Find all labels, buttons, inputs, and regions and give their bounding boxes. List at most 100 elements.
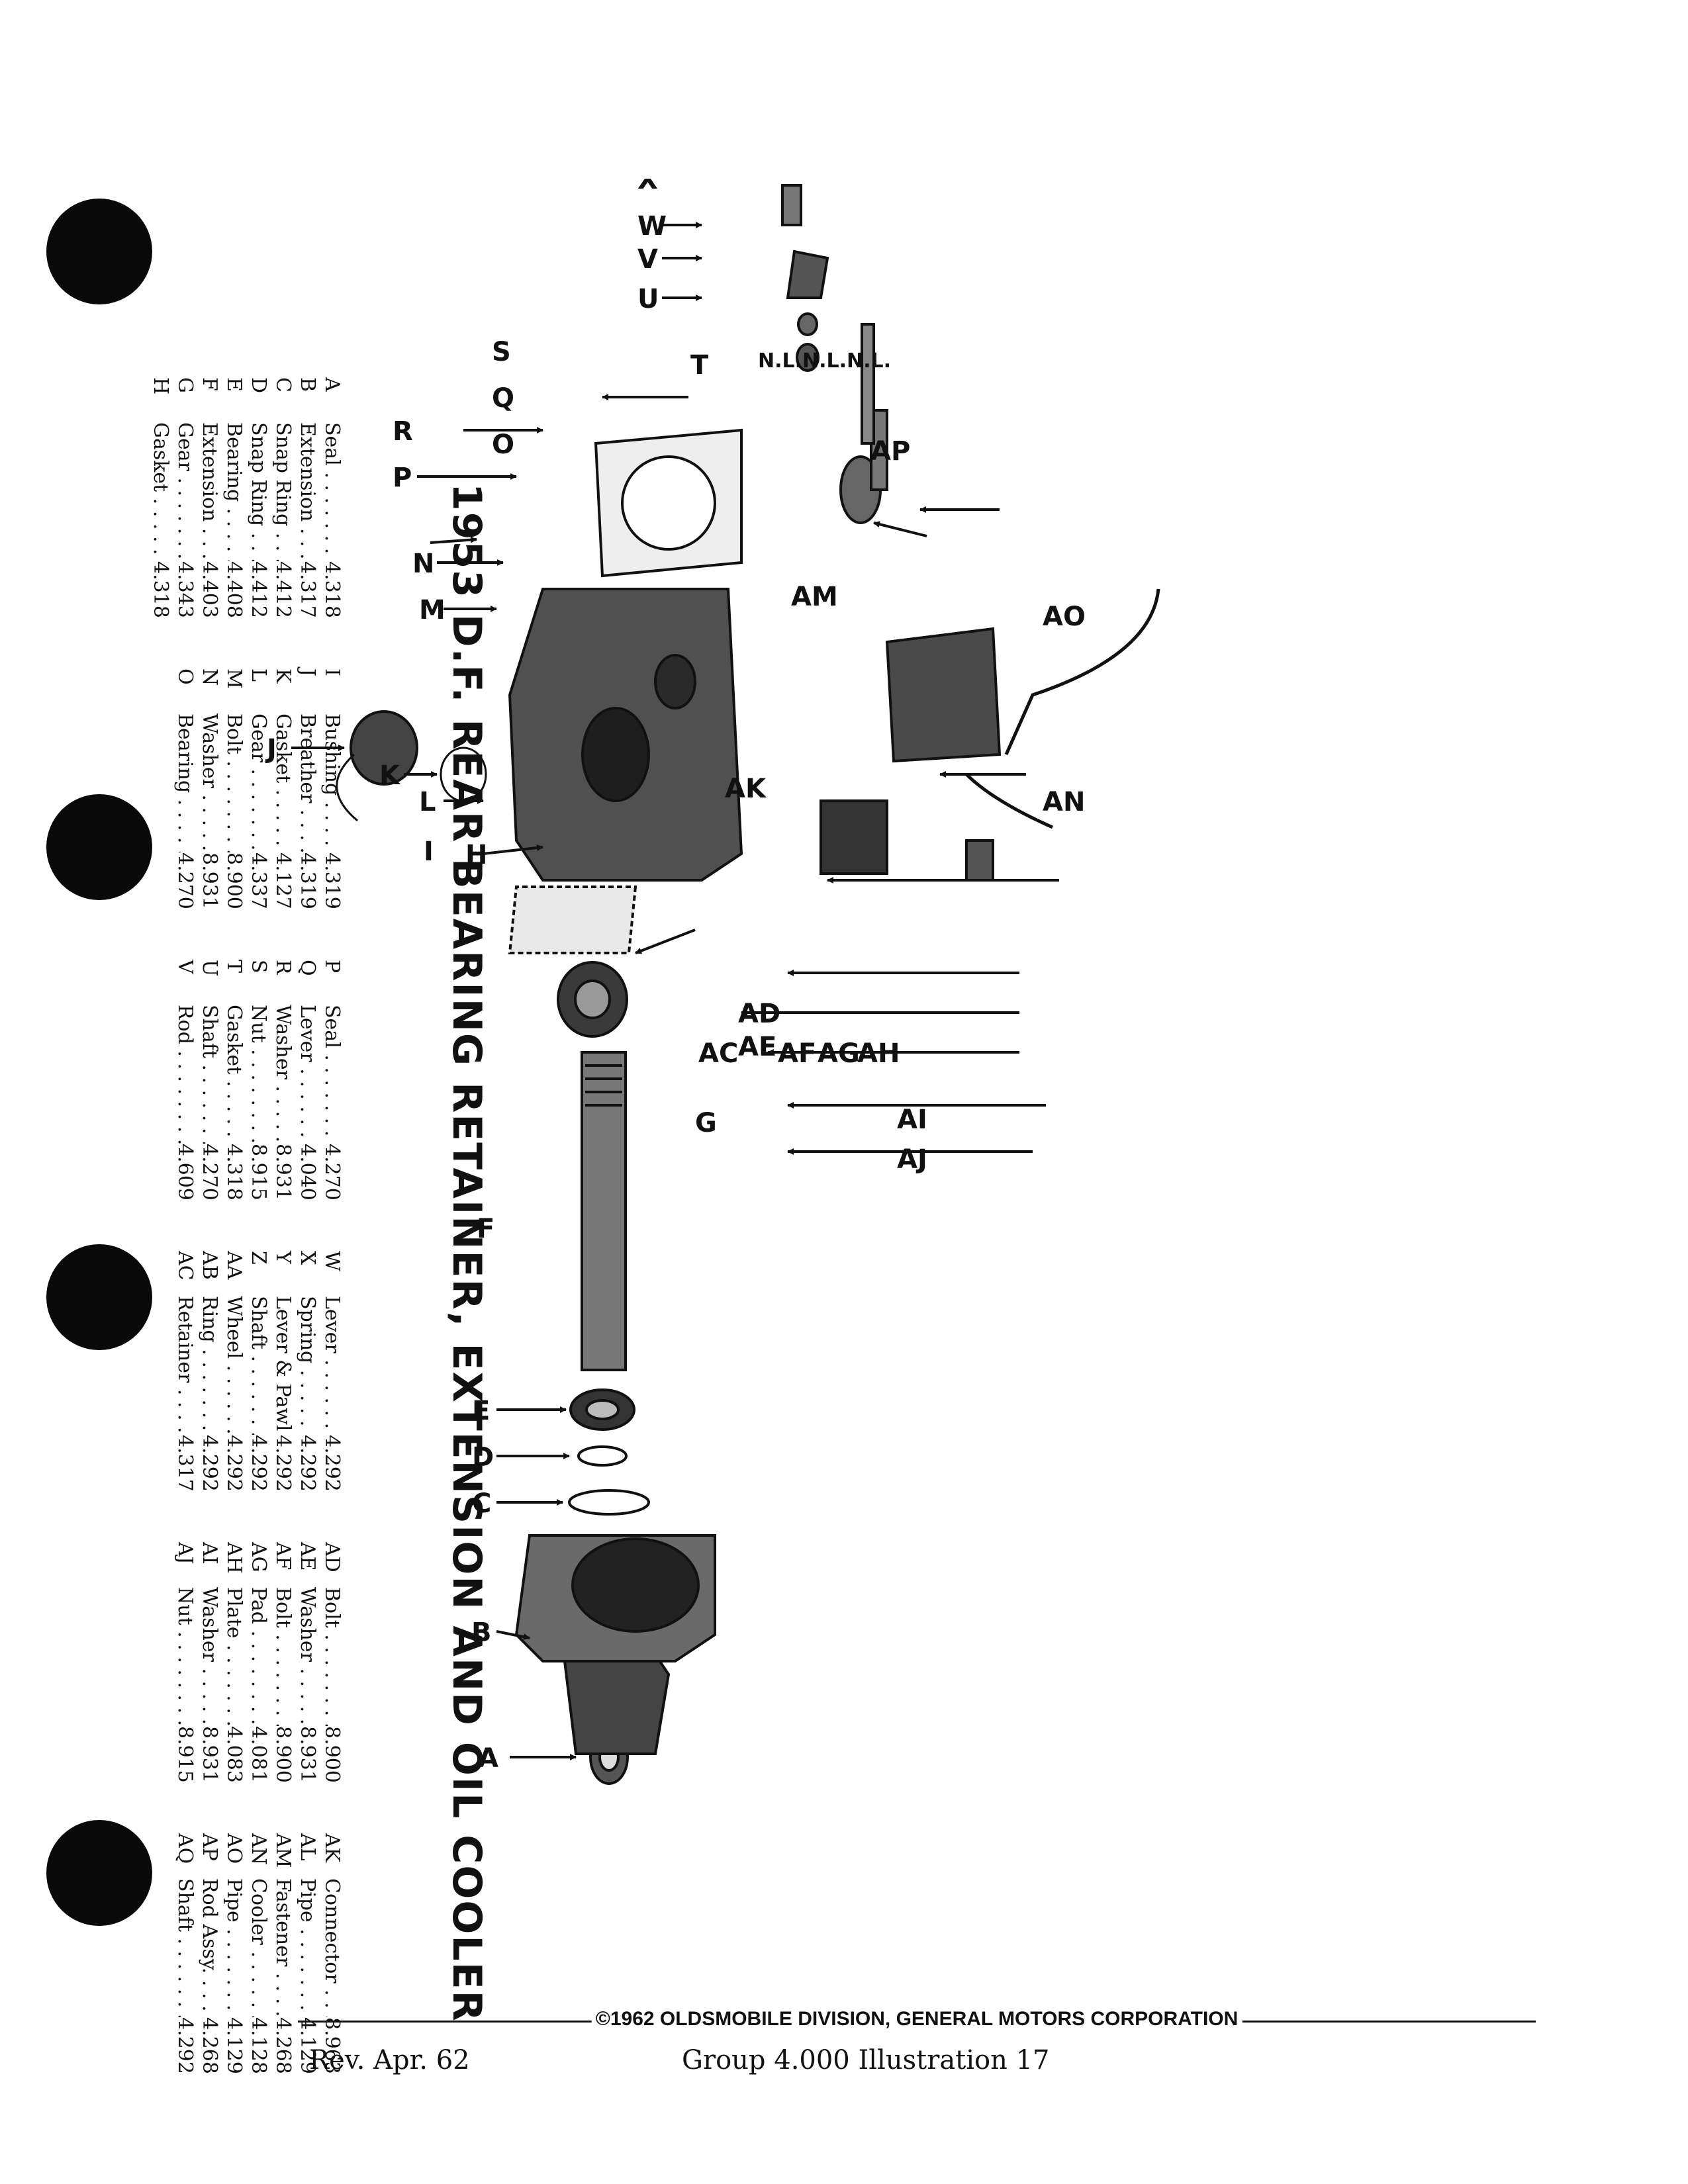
part-name: Shaft (197, 1005, 222, 1144)
label-S: S (492, 337, 511, 367)
part-key: C (271, 377, 295, 392)
exploded-parts-diagram: A B C D E F G H I J K L M N P R Q S O T … (265, 179, 1160, 1785)
list-item: HGasket4.318 (148, 377, 173, 618)
part-number: 4.318 (320, 561, 344, 618)
label-AP: AP (870, 436, 910, 467)
part-key: J (296, 668, 319, 677)
label-D: D (472, 1442, 494, 1473)
part-number: 8.915 (173, 1726, 197, 1783)
part-key: R (271, 960, 295, 975)
part-key: P (320, 960, 344, 974)
part-key: E (222, 377, 246, 392)
part-snap-ring-d (577, 1445, 628, 1467)
list-item: GGear4.343 (173, 377, 197, 618)
part-key: AF (271, 1542, 295, 1570)
parts-column-3: PSeal4.270 QLever4.040 RWasher8.931 SNut… (173, 960, 344, 1201)
part-name: Gear (173, 422, 197, 561)
label-N: N (412, 549, 434, 579)
part-name: Pipe (222, 1878, 246, 2017)
list-item: ASeal4.318 (320, 377, 344, 618)
label-AJ: AJ (897, 1144, 927, 1175)
list-item: ALPipe4.129 (295, 1833, 320, 2074)
list-item: OBearing4.270 (173, 668, 197, 909)
list-item: QLever4.040 (295, 960, 320, 1201)
part-name: Lever (295, 1005, 320, 1144)
part-key: AQ (173, 1833, 197, 1864)
part-gasket-h (508, 886, 637, 954)
part-number: 4.040 (296, 1144, 319, 1201)
part-pipe-al (965, 773, 1054, 829)
part-name: Bearing (222, 422, 246, 561)
part-key: AH (222, 1542, 246, 1574)
label-C: C (472, 1488, 491, 1519)
part-name: Connector (320, 1878, 344, 2017)
part-key: X (296, 1251, 319, 1265)
label-Q: Q (492, 383, 514, 414)
part-number: 4.343 (173, 561, 197, 618)
part-number: 4.408 (222, 561, 246, 618)
leader-arrows (291, 222, 1059, 1760)
list-item: ANCooler4.128 (246, 1833, 271, 2074)
part-key: AK (320, 1833, 344, 1863)
list-item: IBushing4.319 (320, 668, 344, 909)
binder-hole-2 (46, 794, 152, 900)
part-key: AO (222, 1833, 246, 1864)
label-R: R (393, 416, 413, 447)
label-X: X (637, 179, 658, 195)
part-number: 4.268 (198, 2017, 221, 2074)
part-name: Extension (197, 422, 222, 561)
part-number: 8.931 (198, 852, 221, 909)
part-number: 4.337 (247, 852, 270, 909)
list-item: AMFastener4.268 (271, 1833, 295, 2074)
list-item: VRod4.609 (173, 960, 197, 1201)
part-key: F (198, 377, 221, 391)
part-name: Cooler (246, 1878, 271, 2017)
part-key: AB (198, 1251, 221, 1280)
copyright-line: ©1962 OLDSMOBILE DIVISION, GENERAL MOTOR… (591, 2008, 1243, 2030)
label-AH: AH (857, 1038, 900, 1069)
label-AD: AD (738, 999, 780, 1029)
part-key: AM (271, 1833, 295, 1868)
part-spring-x (797, 312, 818, 336)
parts-column-6: AKConnector8.963 ALPipe4.129 AMFastener4… (173, 1833, 344, 2074)
list-item: AIWasher8.931 (197, 1542, 222, 1783)
list-item: AOPipe4.129 (222, 1833, 246, 2074)
part-name: Extension (295, 422, 320, 561)
parts-column-2: IBushing4.319 JBreather4.319 KGasket4.12… (173, 668, 344, 909)
list-item: JBreather4.319 (295, 668, 320, 909)
list-item: RWasher8.931 (271, 960, 295, 1201)
part-name: Bolt (320, 1587, 344, 1726)
list-item: ZShaft4.292 (246, 1251, 271, 1492)
part-number: 4.292 (198, 1435, 221, 1492)
label-AI: AI (897, 1105, 927, 1135)
part-name: Snap Ring (271, 422, 295, 561)
label-AE: AE (738, 1032, 776, 1062)
part-number: 4.318 (222, 1144, 246, 1201)
part-name: Plate (222, 1587, 246, 1726)
label-A: A (478, 1743, 498, 1774)
part-key: AE (296, 1542, 319, 1571)
part-key: D (247, 377, 270, 394)
part-key: M (222, 668, 246, 689)
part-number: 4.292 (247, 1435, 270, 1492)
part-number: 4.319 (296, 852, 319, 909)
binder-hole-4 (46, 1820, 152, 1926)
part-key: U (198, 960, 221, 977)
label-AK: AK (725, 774, 767, 804)
part-name: Gear (246, 713, 271, 852)
part-name: Bearing (173, 713, 197, 852)
label-E: E (472, 1396, 490, 1426)
label-H: H (465, 840, 487, 870)
part-number: 8.931 (271, 1144, 295, 1201)
part-name: Pipe (295, 1878, 320, 2017)
part-key: N (198, 668, 221, 686)
list-item: XSpring4.292 (295, 1251, 320, 1492)
label-K: K (379, 760, 401, 791)
list-item: KGasket4.127 (271, 668, 295, 909)
list-item: AKConnector8.963 (320, 1833, 344, 2074)
part-number: 4.412 (247, 561, 270, 618)
part-name: Shaft (246, 1296, 271, 1435)
